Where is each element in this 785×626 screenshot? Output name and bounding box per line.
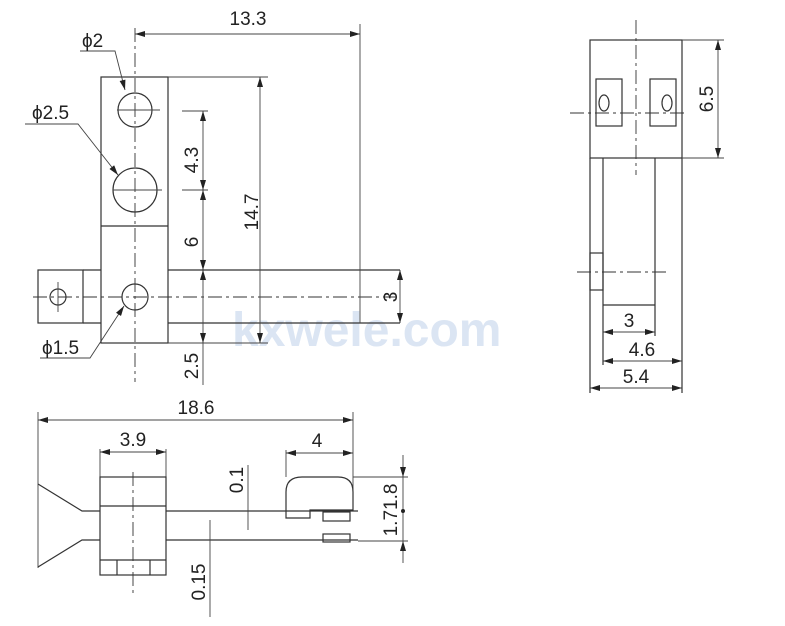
dim-3: 3 (381, 292, 402, 303)
sensor-body (100, 76, 169, 344)
dim-4-6: 4.6 (629, 340, 655, 361)
dim-4: 4 (312, 431, 323, 452)
left-tab (37, 269, 84, 324)
label-hole-1-5: ϕ1.5 (42, 338, 79, 359)
cap (285, 476, 354, 519)
dim-1-7-1-8: 1.71.8 (381, 484, 402, 537)
dim-13-3: 13.3 (230, 9, 267, 30)
side-view: 3 4.6 5.4 6.5 (570, 20, 724, 393)
dim-2-5: 2.5 (182, 353, 203, 379)
dim-0-1: 0.1 (227, 467, 248, 493)
top-view: 13.3 14.7 4.3 6 2.5 3 ϕ2 ϕ2.5 ϕ1.5 (25, 9, 403, 385)
dim-14-7: 14.7 (242, 194, 263, 231)
dim-5-4: 5.4 (623, 367, 650, 388)
window-left (595, 78, 623, 127)
dim-6: 6 (182, 237, 203, 248)
dim-3-9: 3.9 (120, 430, 146, 451)
side-tab (589, 252, 604, 291)
dim-18-6: 18.6 (178, 398, 215, 419)
dim-4-3: 4.3 (182, 147, 203, 173)
dim-0-15: 0.15 (189, 564, 210, 601)
label-hole-2: ϕ2 (82, 31, 103, 52)
window-right (649, 78, 677, 127)
dim-3-side: 3 (624, 311, 635, 332)
dim-6-5: 6.5 (697, 86, 718, 112)
watermark: kxwele.com (232, 304, 501, 357)
label-hole-2-5: ϕ2.5 (32, 103, 69, 124)
front-view: 18.6 3.9 4 1.71.8 0.1 0.15 (37, 398, 408, 617)
